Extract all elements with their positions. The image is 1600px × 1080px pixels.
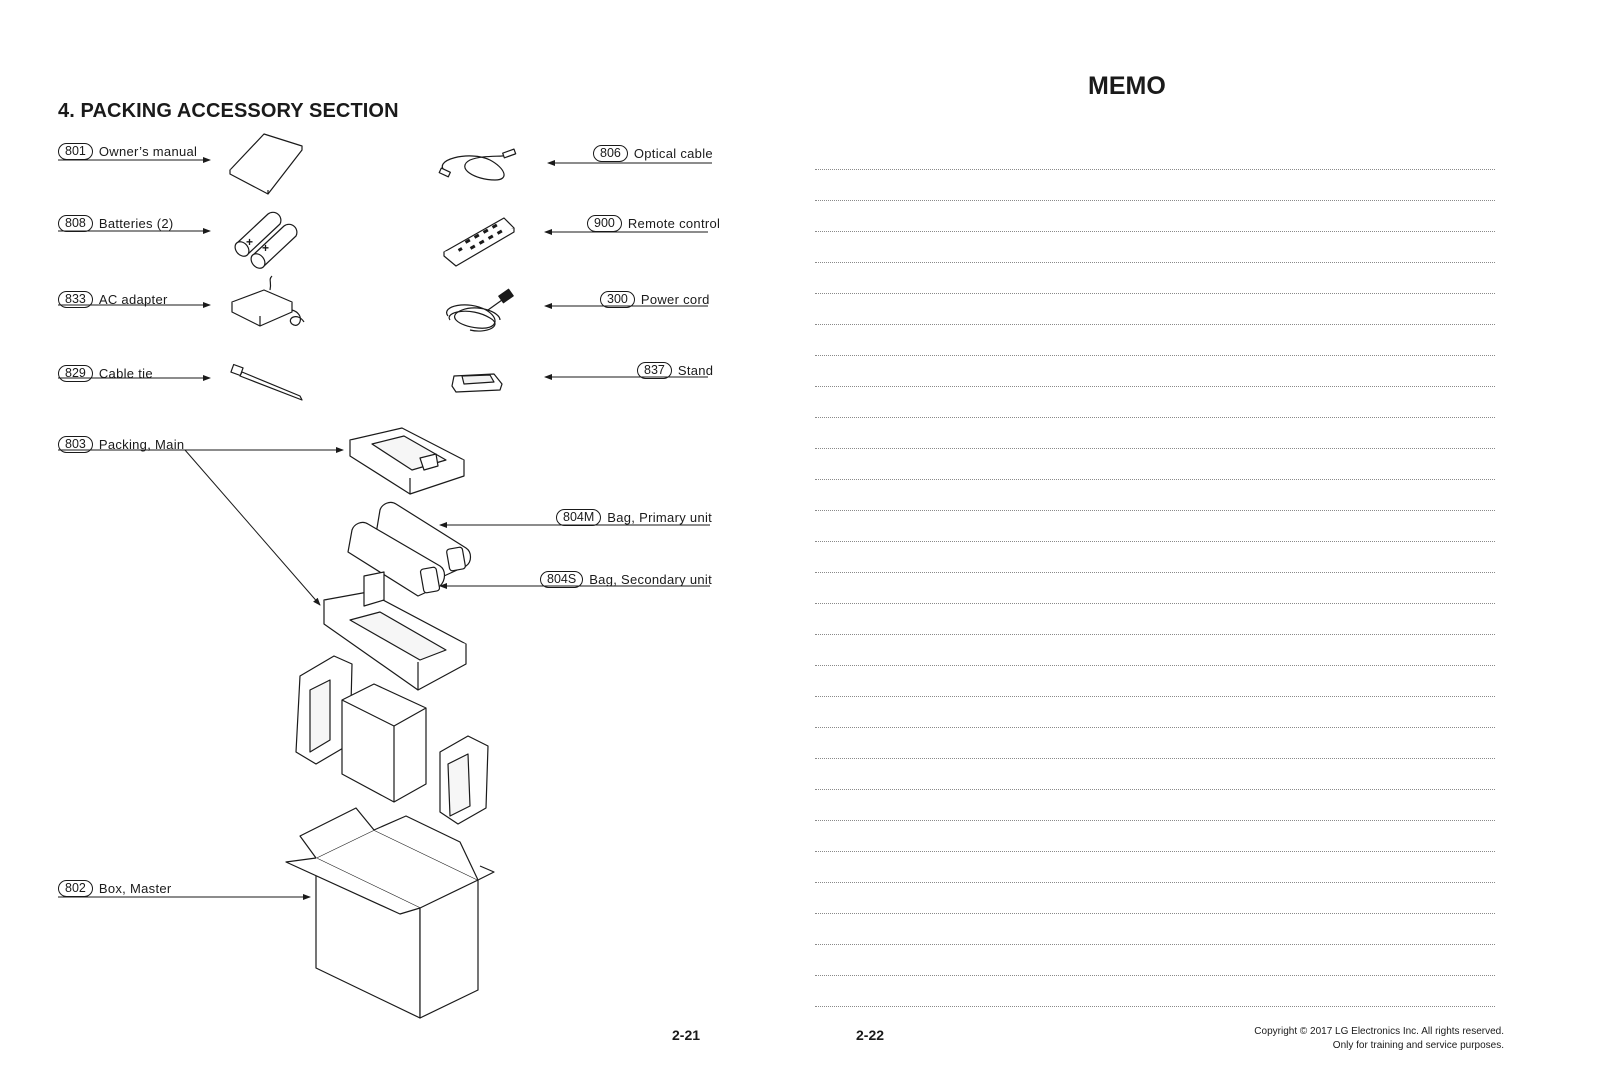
memo-title: MEMO [1088,72,1166,100]
svg-text:+: + [262,241,269,255]
memo-rule-line [815,262,1495,263]
callout-label: Box, Master [98,880,172,896]
memo-rule-line [815,324,1495,325]
memo-rule-line [815,975,1495,976]
memo-rule-line [815,696,1495,697]
memo-rule-line [815,417,1495,418]
callout-808: 808 Batteries (2) [58,213,174,233]
memo-rule-line [815,882,1495,883]
left-page: 4. PACKING ACCESSORY SECTION [58,100,720,1043]
callout-label: Owner’s manual [98,143,198,159]
memo-rule-line [815,727,1495,728]
callout-802: 802 Box, Master [58,878,172,898]
leader-803-branch [184,449,321,606]
callout-300: 300 Power cord [600,289,710,309]
callout-829: 829 Cable tie [58,363,153,383]
box-master-illustration [285,807,495,1019]
callout-label: Optical cable [633,145,713,161]
ac-adapter-illustration [231,275,305,327]
memo-rule-line [815,293,1495,294]
optical-cable-illustration [438,148,517,181]
packing-main-top-illustration [349,427,465,495]
memo-rule-line [815,479,1495,480]
memo-rule-line [815,944,1495,945]
memo-rule-line [815,448,1495,449]
power-cord-illustration [445,288,514,332]
callout-label: Power cord [640,291,710,307]
callout-number: 837 [637,361,672,379]
memo-rule-line [815,1006,1495,1007]
callout-label: Cable tie [98,365,153,381]
callout-number: 300 [600,290,635,308]
callout-label: AC adapter [98,291,168,307]
remote-control-illustration [443,217,515,267]
memo-rule-line [815,231,1495,232]
memo-rule-line [815,634,1495,635]
callout-804s: 804S Bag, Secondary unit [540,569,712,589]
callout-label: Stand [677,362,714,378]
callout-number: 802 [58,879,93,897]
callout-number: 804M [556,508,602,526]
stand-illustration [451,373,503,393]
page-number-left: 2-21 [672,1027,701,1043]
packing-main-bottom-illustration [323,571,467,691]
callout-label: Bag, Secondary unit [589,571,712,587]
memo-rule-line [815,789,1495,790]
callout-804m: 804M Bag, Primary unit [556,507,712,527]
callout-801: 801 Owner’s manual [58,141,197,161]
memo-rule-line [815,541,1495,542]
callout-number: 804S [540,570,584,588]
callout-number: 801 [58,142,93,160]
memo-rule-line [815,355,1495,356]
cable-tie-illustration [230,363,303,401]
packing-side-foam-illustration [295,655,489,825]
right-page: MEMO 2-22 Copyright © 2017 LG Electronic… [800,0,1600,1080]
page-number-right: 2-22 [856,1027,885,1043]
callout-837: 837 Stand [637,360,713,380]
memo-rule-line [815,510,1495,511]
callout-number: 803 [58,435,93,453]
memo-rule-line [815,603,1495,604]
callout-number: 806 [593,144,628,162]
memo-rule-line [815,572,1495,573]
callout-number: 833 [58,290,93,308]
memo-rule-line [815,386,1495,387]
callout-number: 900 [587,214,622,232]
section-title: 4. PACKING ACCESSORY SECTION [58,100,399,122]
bag-secondary-unit-illustration [347,521,446,597]
memo-rule-line [815,200,1495,201]
memo-rule-line [815,820,1495,821]
callout-label: Bag, Primary unit [607,509,713,525]
callout-label: Packing, Main [98,436,185,452]
callout-label: Batteries (2) [98,215,174,231]
callout-833: 833 AC adapter [58,289,168,309]
owners-manual-illustration [229,133,303,195]
packing-diagram: + + [58,133,712,1019]
memo-rule-line [815,169,1495,170]
memo-rule-line [815,851,1495,852]
callout-900: 900 Remote control [587,213,720,233]
callout-803: 803 Packing, Main [58,434,184,454]
memo-rule-line [815,913,1495,914]
copyright-line-1: Copyright © 2017 LG Electronics Inc. All… [1254,1026,1504,1037]
batteries-illustration: + + [234,211,298,269]
copyright-line-2: Only for training and service purposes. [1332,1040,1504,1051]
memo-lines [815,160,1495,1020]
memo-rule-line [815,758,1495,759]
callout-806: 806 Optical cable [593,143,713,163]
callout-label: Remote control [627,215,721,231]
callout-number: 829 [58,364,93,382]
svg-text:+: + [246,235,253,249]
bag-primary-unit-illustration [375,501,472,577]
callout-number: 808 [58,214,93,232]
memo-rule-line [815,665,1495,666]
